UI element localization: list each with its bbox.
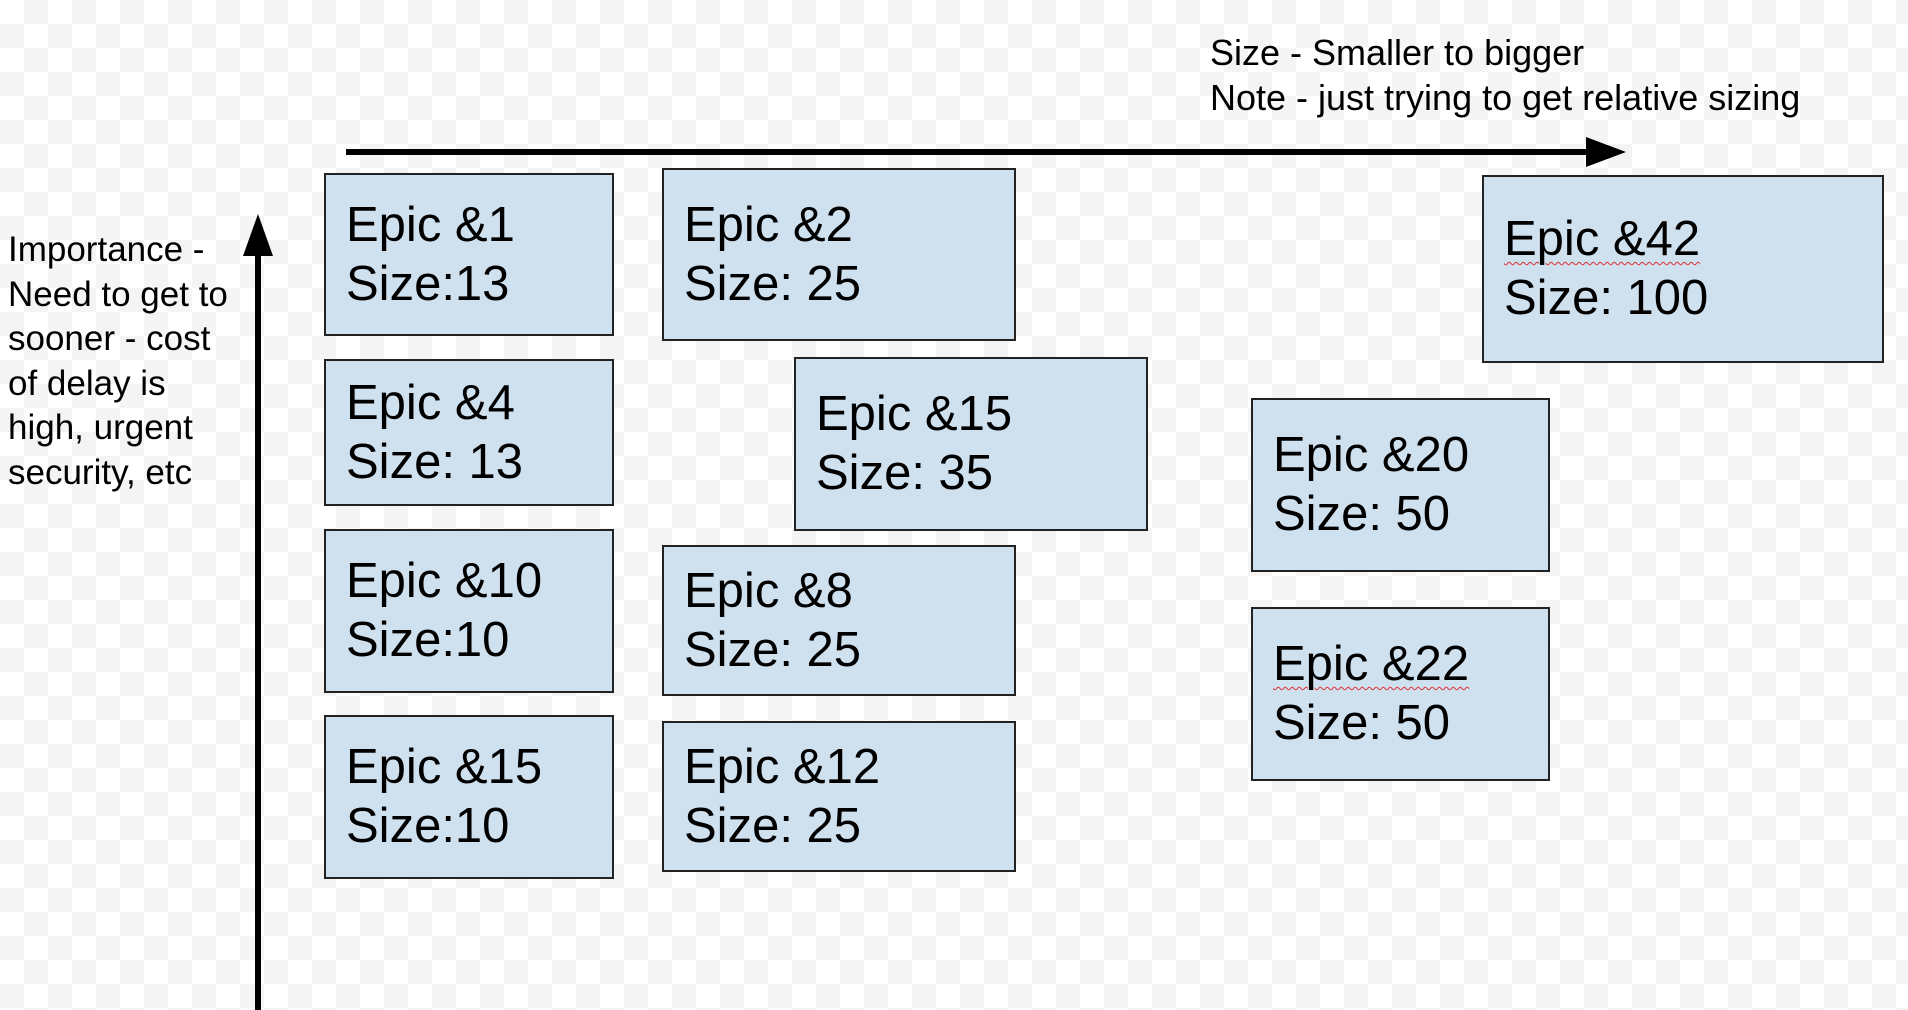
epic-size: Size: 50 (1273, 487, 1451, 541)
epic-card-10[interactable]: Epic &10 Size:10 (324, 529, 614, 693)
epic-size: Size:13 (346, 256, 510, 311)
epic-title: Epic &22 (1273, 637, 1470, 691)
epic-title: Epic &1 (346, 197, 515, 252)
epic-title: Epic &20 (1273, 428, 1470, 482)
epic-card-15b[interactable]: Epic &15 Size:10 (324, 715, 614, 879)
epic-title: Epic &15 (346, 740, 543, 794)
epic-size: Size: 50 (1273, 696, 1451, 750)
epic-card-12[interactable]: Epic &12 Size: 25 (662, 721, 1016, 872)
epic-card-2[interactable]: Epic &2 Size: 25 (662, 168, 1016, 341)
epic-title: Epic &2 (684, 197, 853, 252)
epic-size: Size: 25 (684, 798, 862, 853)
epic-title: Epic &15 (816, 387, 1013, 441)
importance-note-line: Importance - (8, 230, 205, 269)
epic-title: Epic &10 (346, 554, 543, 608)
epic-size: Size:10 (346, 613, 510, 667)
importance-note-line: security, etc (8, 452, 193, 492)
importance-note-line: of delay is (8, 363, 166, 403)
importance-note-line: Need to get to (8, 274, 228, 314)
importance-note-line: sooner - cost (8, 319, 211, 358)
epic-title: Epic &12 (684, 739, 881, 794)
size-axis-note-line2: Note - just trying to get relative sizin… (1210, 77, 1801, 118)
epic-title: Epic &4 (346, 375, 515, 430)
epic-title: Epic &42 (1504, 212, 1701, 266)
epic-size: Size:10 (346, 799, 510, 853)
epic-title: Epic &8 (684, 563, 853, 618)
epic-size: Size: 35 (816, 446, 994, 500)
size-axis-note: Size - Smaller to bigger Note - just try… (1210, 30, 1800, 120)
epic-card-20[interactable]: Epic &20 Size: 50 (1251, 398, 1550, 572)
epic-size: Size: 100 (1504, 271, 1709, 325)
epic-card-42[interactable]: Epic &42 Size: 100 (1482, 175, 1884, 363)
epic-card-15a[interactable]: Epic &15 Size: 35 (794, 357, 1148, 531)
epic-card-22[interactable]: Epic &22 Size: 50 (1251, 607, 1550, 781)
epic-size: Size: 13 (346, 434, 524, 489)
epic-size: Size: 25 (684, 622, 862, 677)
epic-card-8[interactable]: Epic &8 Size: 25 (662, 545, 1016, 696)
size-axis-arrowhead (1586, 137, 1626, 167)
epic-card-1[interactable]: Epic &1 Size:13 (324, 173, 614, 336)
importance-note-line: high, urgent (8, 408, 193, 447)
epic-card-4[interactable]: Epic &4 Size: 13 (324, 359, 614, 506)
epic-size: Size: 25 (684, 256, 862, 311)
importance-axis-note: Importance - Need to get to sooner - cos… (8, 228, 258, 495)
size-axis-note-line1: Size - Smaller to bigger (1210, 32, 1585, 73)
